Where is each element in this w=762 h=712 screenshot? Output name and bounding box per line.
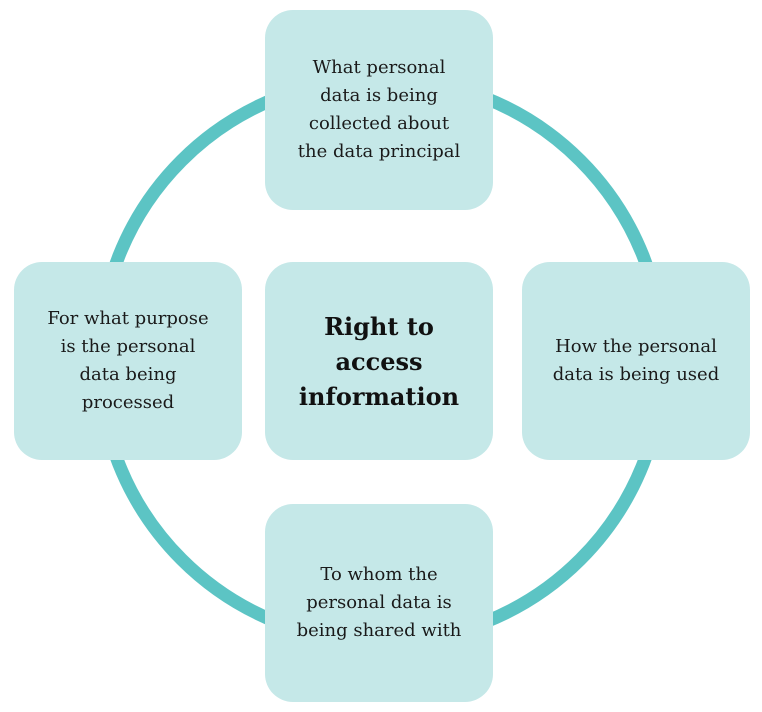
bottom-node-text: To whom the personal data is being share… (296, 564, 462, 641)
top-node-text: What personal data is being collected ab… (297, 57, 461, 162)
top-node: What personal data is being collected ab… (265, 10, 493, 210)
left-node: For what purpose is the personal data be… (14, 262, 242, 460)
right-node-text: How the personal data is being used (552, 336, 720, 385)
right-node: How the personal data is being used (522, 262, 750, 460)
center-node: Right to access information (265, 262, 493, 460)
center-node-title: Right to access information (298, 311, 460, 411)
left-node-text: For what purpose is the personal data be… (47, 308, 209, 413)
bottom-node: To whom the personal data is being share… (265, 504, 493, 702)
